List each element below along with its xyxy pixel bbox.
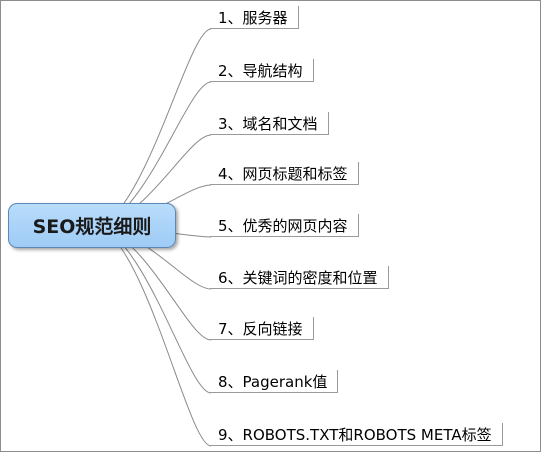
topic-7-backlinks[interactable]: 7、反向链接 xyxy=(210,317,314,340)
topic-3-domain-docs[interactable]: 3、域名和文档 xyxy=(210,112,329,135)
connector-line-1 xyxy=(101,28,212,227)
topic-8-pagerank[interactable]: 8、Pagerank值 xyxy=(210,370,339,393)
topic-2-navigation[interactable]: 2、导航结构 xyxy=(210,59,314,82)
topic-6-keyword-density[interactable]: 6、关键词的密度和位置 xyxy=(210,266,389,289)
central-topic[interactable]: SEO规范细则 xyxy=(8,203,176,248)
topic-9-robots[interactable]: 9、ROBOTS.TXT和ROBOTS META标签 xyxy=(210,423,503,446)
connector-line-8 xyxy=(101,226,212,394)
connector-line-9 xyxy=(101,226,212,447)
topic-4-title-tags[interactable]: 4、网页标题和标签 xyxy=(210,162,359,185)
topic-5-content[interactable]: 5、优秀的网页内容 xyxy=(210,214,359,237)
topic-1-server[interactable]: 1、服务器 xyxy=(210,6,299,29)
